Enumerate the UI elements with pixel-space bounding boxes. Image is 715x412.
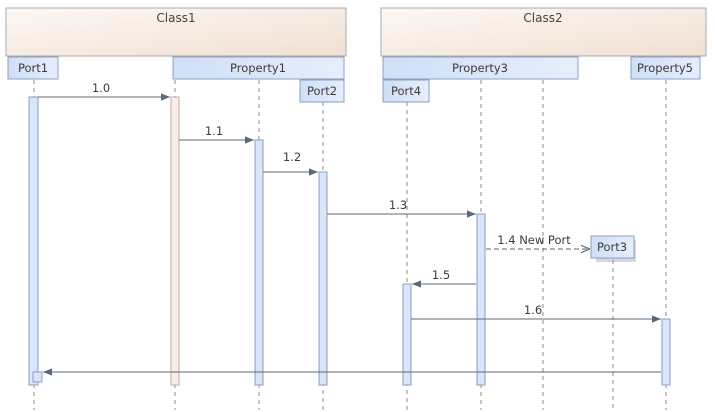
class1-label: Class1 xyxy=(156,11,195,25)
activation-port1-return xyxy=(32,371,43,383)
part-property3-label: Property3 xyxy=(452,61,508,75)
part-property3[interactable]: Property3 xyxy=(382,56,579,80)
activation-port1 xyxy=(28,96,39,386)
message-1-6-label: 1.6 xyxy=(524,303,542,317)
part-port4[interactable]: Port4 xyxy=(382,79,430,103)
part-port2-label: Port2 xyxy=(307,84,337,98)
part-property1[interactable]: Property1 xyxy=(172,56,345,80)
message-1-1-label: 1.1 xyxy=(205,124,223,138)
message-1-5-label: 1.5 xyxy=(432,268,450,282)
class1-box[interactable]: Class1 xyxy=(5,7,347,57)
part-port1-label: Port1 xyxy=(18,61,48,75)
message-1-4-label: 1.4 New Port xyxy=(497,233,571,247)
part-port4-label: Port4 xyxy=(391,84,421,98)
lifelines xyxy=(33,80,667,410)
activations xyxy=(28,96,671,386)
message-1-2-label: 1.2 xyxy=(283,150,301,164)
part-property5[interactable]: Property5 xyxy=(630,56,701,80)
class2-box[interactable]: Class2 xyxy=(380,7,707,57)
activation-port4 xyxy=(402,283,412,386)
message-1-3-label: 1.3 xyxy=(389,198,407,212)
class2-label: Class2 xyxy=(523,11,562,25)
activation-property5 xyxy=(661,318,671,386)
activation-property1 xyxy=(254,139,264,386)
message-1-0-label: 1.0 xyxy=(92,81,110,95)
part-port2[interactable]: Port2 xyxy=(299,79,345,103)
messages xyxy=(38,93,661,376)
part-port3-label: Port3 xyxy=(597,240,627,254)
part-port1[interactable]: Port1 xyxy=(7,56,59,80)
part-property1-label: Property1 xyxy=(230,61,286,75)
part-port3[interactable]: Port3 xyxy=(590,235,636,262)
part-property5-label: Property5 xyxy=(637,61,693,75)
activation-property1-left xyxy=(170,96,180,386)
activation-port2 xyxy=(318,171,328,386)
activation-property3 xyxy=(476,213,486,386)
